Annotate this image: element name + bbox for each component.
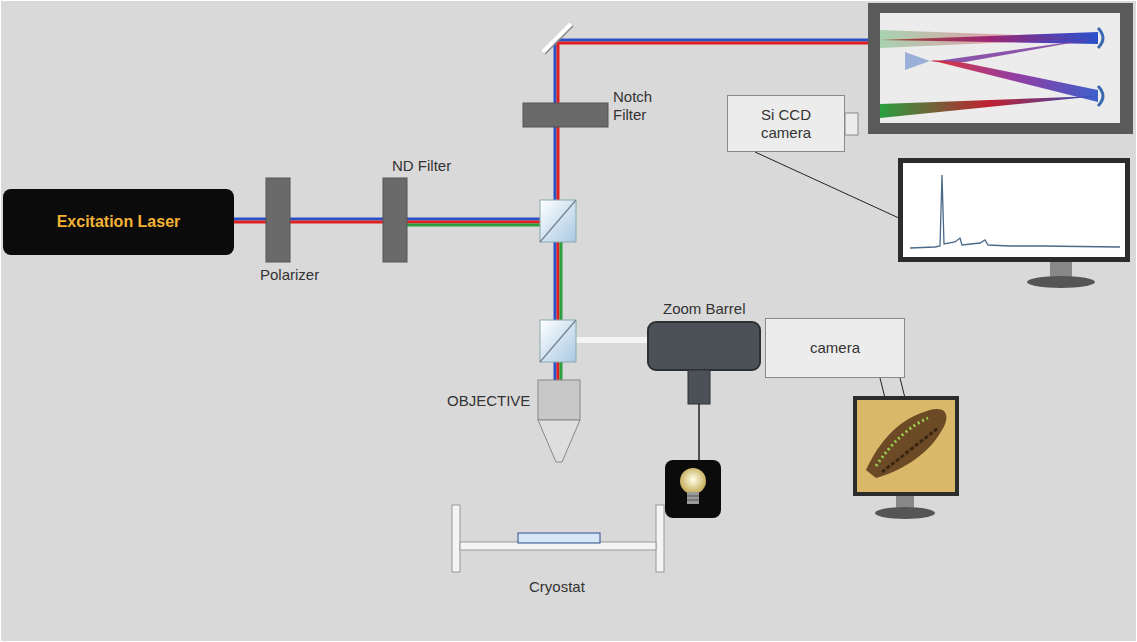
ccd-camera-box: Si CCD camera: [727, 95, 845, 152]
mirror: [543, 24, 571, 52]
part-label: Zoom Barrel: [663, 300, 746, 318]
laser-body: [3, 189, 234, 255]
mirror: [545, 26, 573, 54]
part-label: Polarizer: [260, 266, 319, 284]
nd-filter-plate: [383, 178, 407, 262]
node-text: Excitation Laser: [57, 213, 181, 231]
notch-filter-plate: [523, 103, 608, 127]
lamp-icon: [665, 460, 721, 518]
cryostat: [452, 505, 664, 572]
ccd-connector: [845, 113, 858, 135]
camera-box: camera: [765, 318, 905, 378]
spectrometer: [868, 3, 1133, 134]
part-label: Notch Filter: [613, 88, 665, 124]
camera-wire: [880, 378, 885, 398]
node-text: camera: [810, 339, 860, 357]
spectrum-monitor: [898, 158, 1130, 288]
zoom-barrel-port: [688, 370, 710, 404]
part-label: Cryostat: [529, 578, 585, 596]
part-label: OBJECTIVE: [447, 392, 530, 410]
beamsplitter: [540, 320, 576, 362]
objective: [538, 380, 580, 462]
laser-box: Excitation Laser: [3, 189, 234, 255]
part-label: ND Filter: [392, 157, 451, 175]
beamsplitter: [540, 320, 576, 362]
imaging-path: [576, 337, 650, 343]
image-monitor: [853, 396, 959, 519]
camera-wire: [900, 378, 905, 398]
polarizer-plate: [266, 178, 290, 262]
lamp-cable: [698, 404, 700, 460]
beamsplitter: [540, 200, 576, 242]
beamsplitter: [540, 200, 576, 242]
zoom-barrel: [648, 322, 760, 370]
node-text: Si CCD camera: [751, 106, 821, 142]
